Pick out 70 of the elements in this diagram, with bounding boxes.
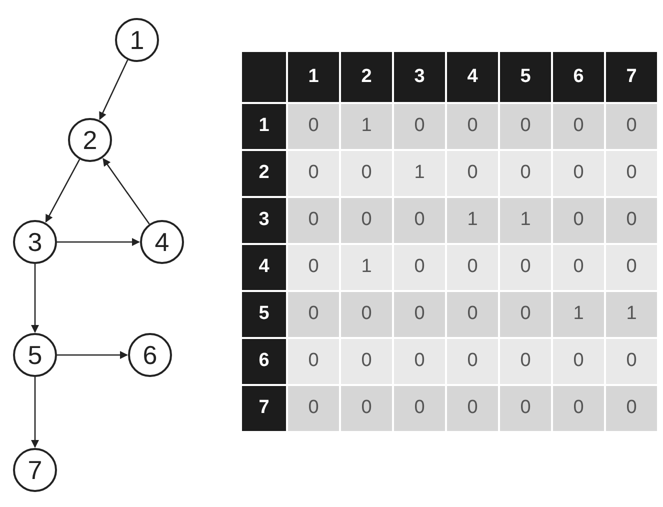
matrix-cell: 0 [500, 339, 551, 384]
matrix-cell: 1 [341, 245, 392, 290]
matrix-cell: 0 [500, 292, 551, 337]
row-header: 2 [242, 151, 286, 196]
row-header: 3 [242, 198, 286, 243]
row-header: 5 [242, 292, 286, 337]
column-header: 2 [341, 52, 392, 102]
matrix-cell: 0 [500, 104, 551, 149]
matrix-cell: 1 [606, 292, 657, 337]
matrix-cell: 1 [553, 292, 604, 337]
matrix-cell: 0 [606, 339, 657, 384]
matrix-cell: 0 [288, 339, 339, 384]
matrix-cell: 0 [341, 198, 392, 243]
arrow [57, 351, 128, 359]
row-header: 7 [242, 386, 286, 431]
column-header: 5 [500, 52, 551, 102]
matrix-cell: 0 [341, 339, 392, 384]
arrow [102, 158, 150, 224]
matrix-cell: 1 [341, 104, 392, 149]
matrix-cell: 0 [288, 245, 339, 290]
matrix-cell: 0 [288, 151, 339, 196]
matrix-cell: 0 [341, 386, 392, 431]
matrix-cell: 0 [606, 386, 657, 431]
row-header: 6 [242, 339, 286, 384]
matrix-cell: 0 [500, 245, 551, 290]
matrix-cell: 0 [341, 151, 392, 196]
matrix-cell: 0 [447, 339, 498, 384]
matrix-cell: 0 [394, 386, 445, 431]
matrix-cell: 0 [394, 245, 445, 290]
matrix-cell: 1 [500, 198, 551, 243]
matrix-cell: 0 [394, 198, 445, 243]
column-header: 4 [447, 52, 498, 102]
matrix-cell: 0 [288, 386, 339, 431]
arrow [31, 377, 39, 448]
matrix-cell: 0 [447, 151, 498, 196]
matrix-cell: 0 [394, 104, 445, 149]
arrow [99, 60, 128, 120]
column-header: 1 [288, 52, 339, 102]
matrix-cell: 0 [288, 292, 339, 337]
row-header: 1 [242, 104, 286, 149]
matrix-cell: 0 [553, 245, 604, 290]
arrow [45, 159, 80, 223]
matrix-cell: 0 [447, 245, 498, 290]
column-header: 6 [553, 52, 604, 102]
matrix-cell: 0 [447, 104, 498, 149]
matrix-cell: 0 [606, 198, 657, 243]
arrow [57, 238, 140, 246]
matrix-cell: 0 [500, 386, 551, 431]
matrix-cell: 1 [447, 198, 498, 243]
matrix-cell: 0 [288, 104, 339, 149]
matrix-cell: 0 [606, 104, 657, 149]
matrix-cell: 1 [394, 151, 445, 196]
arrow [31, 264, 39, 333]
matrix-cell: 0 [394, 292, 445, 337]
matrix-cell: 0 [553, 151, 604, 196]
matrix-cell: 0 [553, 339, 604, 384]
matrix-cell: 0 [553, 104, 604, 149]
row-header: 4 [242, 245, 286, 290]
column-header: 3 [394, 52, 445, 102]
matrix-cell: 0 [500, 151, 551, 196]
matrix-cell: 0 [553, 386, 604, 431]
matrix-cell: 0 [447, 292, 498, 337]
matrix-cell: 0 [606, 245, 657, 290]
matrix-cell: 0 [606, 151, 657, 196]
matrix-cell: 0 [553, 198, 604, 243]
matrix-cell: 0 [341, 292, 392, 337]
matrix-cell: 0 [447, 386, 498, 431]
matrix-cell: 0 [394, 339, 445, 384]
matrix-cell: 0 [288, 198, 339, 243]
column-header: 7 [606, 52, 657, 102]
